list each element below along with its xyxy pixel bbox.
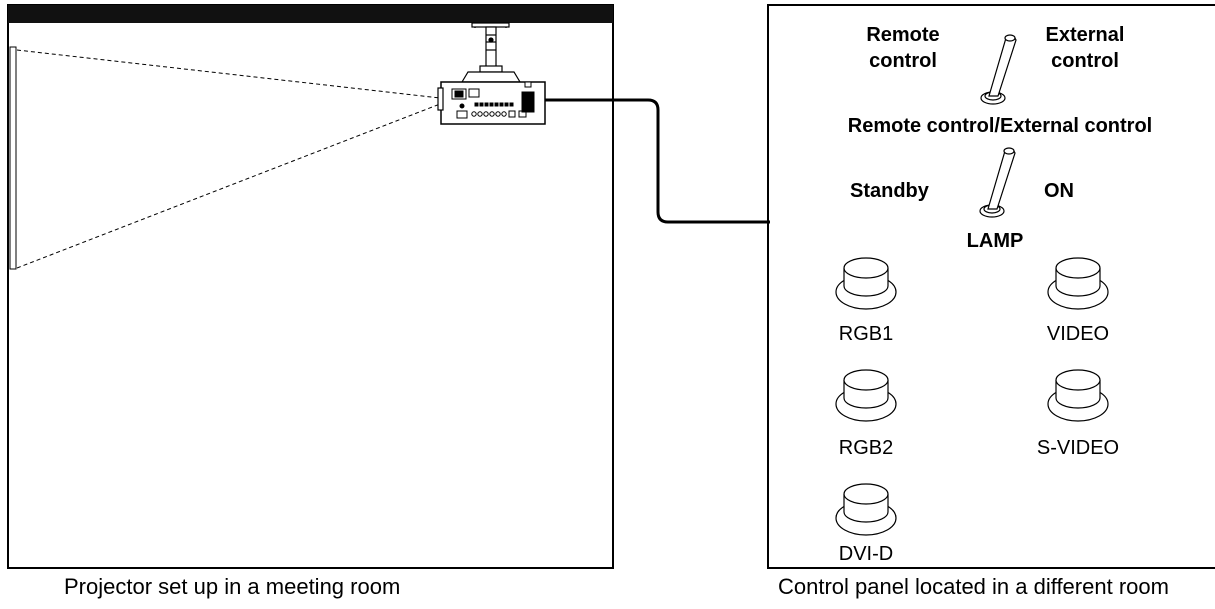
switch1-left-label: Remote control <box>866 24 940 72</box>
toggle-switch-lamp <box>979 147 1016 218</box>
switch2-left-label: Standby <box>850 180 929 202</box>
button-label-rgb1: RGB1 <box>838 323 894 345</box>
button-label-video: VIDEO <box>1046 323 1110 345</box>
push-button-rgb2 <box>835 369 897 422</box>
switch2-name-label: LAMP <box>966 230 1024 252</box>
projector <box>437 81 546 125</box>
push-button-video <box>1047 257 1109 310</box>
switch1-name-label: Remote control/External control <box>847 115 1153 137</box>
meeting-room-caption: Projector set up in a meeting room <box>64 574 401 599</box>
button-label-s-video: S-VIDEO <box>1036 437 1120 459</box>
push-button-s-video <box>1047 369 1109 422</box>
switch2-right-label: ON <box>1044 180 1074 202</box>
button-label-dvi-d: DVI-D <box>838 543 894 565</box>
switch1-right-label: External control <box>1045 24 1125 72</box>
projection-beam <box>16 49 441 269</box>
toggle-switch-remote-external <box>980 34 1017 105</box>
button-label-rgb2: RGB2 <box>838 437 894 459</box>
control-cable <box>545 98 770 224</box>
control-room-caption: Control panel located in a different roo… <box>778 574 1169 599</box>
control-panel-box <box>767 4 1215 569</box>
push-button-rgb1 <box>835 257 897 310</box>
push-button-dvi-d <box>835 483 897 536</box>
projection-screen <box>9 46 17 270</box>
